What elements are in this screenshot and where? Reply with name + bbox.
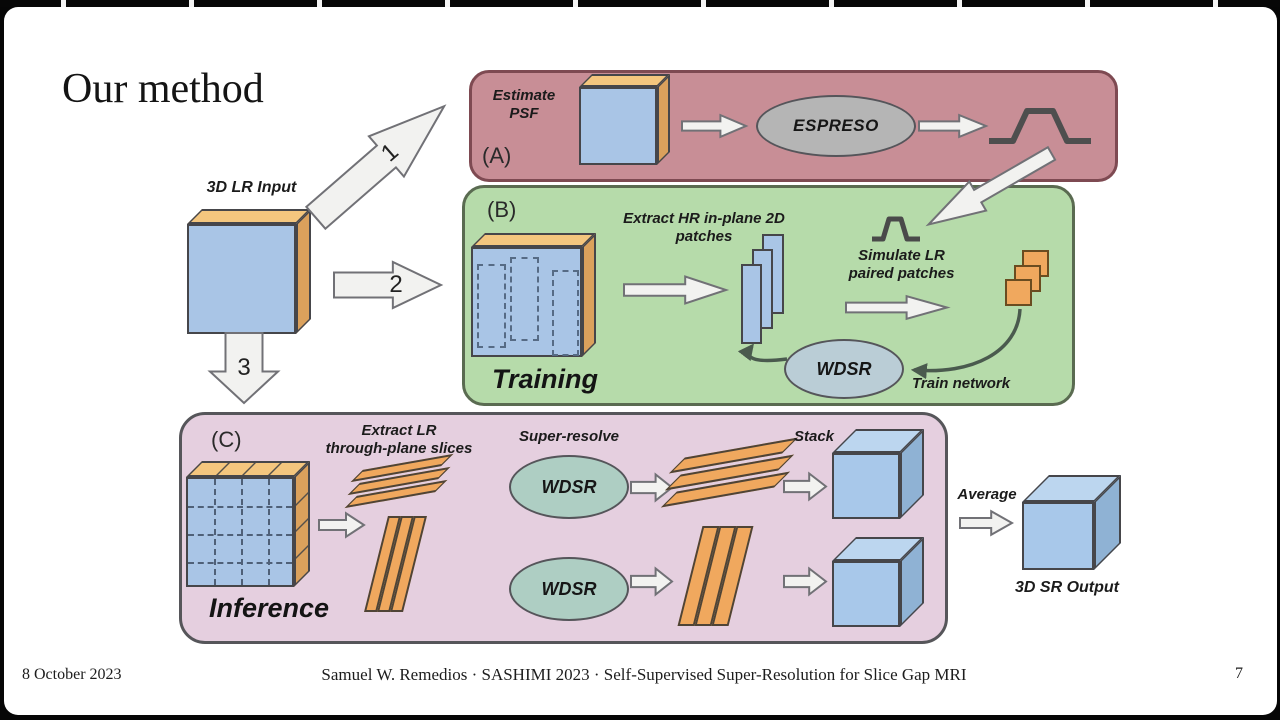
- stacked-volume-top: [832, 429, 924, 519]
- arrow-c4: [631, 566, 672, 597]
- patch-outline: [510, 257, 539, 341]
- cube-face-top: [187, 209, 311, 224]
- presentation-slide: Our method 3D LR Input 1 2 3 Estimate PS…: [4, 7, 1277, 715]
- espreso-node: ESPRESO: [756, 95, 916, 157]
- dash-line: [296, 491, 308, 506]
- output-cube-label: 3D SR Output: [1015, 579, 1119, 596]
- panel-c-tag: (C): [211, 427, 242, 452]
- stack-label: Stack: [793, 428, 835, 445]
- arrow-psf-to-training: [919, 136, 1062, 242]
- patch-outline: [552, 270, 579, 356]
- dash-line: [188, 534, 292, 536]
- arrow-c3: [784, 471, 826, 502]
- cube-face-front: [1022, 502, 1094, 570]
- stacked-volume-bottom: [832, 537, 924, 627]
- cube-face-top: [186, 461, 310, 477]
- cube-face-side: [657, 74, 670, 165]
- arrow-b1: [624, 274, 726, 306]
- extract-lr-label: Extract LR through-plane slices: [325, 422, 473, 457]
- dash-line: [214, 479, 216, 585]
- cube-face-top: [471, 233, 596, 247]
- cube-face-front: [579, 87, 657, 165]
- cube-face-front: [186, 477, 294, 587]
- dash-line: [241, 479, 243, 585]
- inference-cube: [186, 461, 310, 587]
- arrow-step-1: 1: [297, 84, 463, 239]
- training-loop-arrows: [737, 308, 1022, 380]
- espreso-label: ESPRESO: [793, 116, 879, 135]
- arrow-b2: [846, 294, 947, 321]
- wdsr-label: WDSR: [816, 358, 872, 379]
- patch-outline: [477, 264, 506, 348]
- dash-line: [268, 463, 282, 475]
- cube-face-front: [832, 561, 900, 627]
- wdsr-label: WDSR: [541, 578, 597, 599]
- dash-line: [242, 463, 256, 475]
- panel-b-tag: (B): [487, 197, 517, 222]
- wdsr-inference-bottom-node: WDSR: [509, 557, 629, 621]
- training-cube: [471, 233, 596, 357]
- cube-face-front: [832, 453, 900, 519]
- dash-line: [188, 506, 292, 508]
- chapter-tick-bar: [0, 0, 1280, 7]
- footer-page-number: 7: [1235, 665, 1243, 682]
- cube-face-side: [582, 233, 596, 357]
- dash-line: [216, 463, 230, 475]
- arrow-a1: [682, 113, 746, 139]
- extract-hr-label: Extract HR in-plane 2D patches: [623, 210, 785, 245]
- dash-line: [296, 544, 308, 559]
- train-network-label: Train network: [912, 375, 1011, 392]
- footer-credit: Samuel W. Remedios · SASHIMI 2023 · Self…: [321, 665, 967, 684]
- arrow-step-3: 3: [207, 333, 281, 403]
- training-stage-title: Training: [492, 364, 599, 394]
- super-resolve-label: Super-resolve: [518, 428, 620, 445]
- arrow-c5: [784, 566, 826, 597]
- arrow-c1: [319, 511, 364, 539]
- input-cube: [187, 209, 311, 334]
- panel-a-tag: (A): [482, 143, 512, 168]
- panel-a-volume-cube: [579, 74, 670, 165]
- dash-line: [188, 562, 292, 564]
- footer-date: 8 October 2023: [22, 666, 122, 683]
- average-label: Average: [957, 486, 1017, 503]
- wdsr-training-node: WDSR: [784, 339, 904, 399]
- simulate-lr-label: Simulate LR paired patches: [848, 247, 955, 282]
- wdsr-inference-top-node: WDSR: [509, 455, 629, 519]
- arrow-step-2-label: 2: [389, 271, 403, 298]
- arrow-step-3-label: 3: [237, 354, 251, 381]
- input-cube-label: 3D LR Input: [206, 179, 297, 196]
- hr-patch: [741, 264, 762, 344]
- wdsr-label: WDSR: [541, 476, 597, 497]
- cube-face-front: [187, 224, 296, 334]
- cube-face-side: [294, 461, 310, 587]
- psf-curve-icon: [987, 105, 1093, 147]
- arrow-average: [960, 509, 1012, 537]
- arrow-step-2: 2: [334, 260, 441, 310]
- slide-title: Our method: [62, 66, 264, 112]
- lr-patch-square: [1005, 279, 1032, 306]
- output-cube: [1022, 475, 1121, 570]
- dash-line: [296, 518, 308, 532]
- cube-face-side: [296, 209, 311, 334]
- arrow-a2: [919, 113, 986, 139]
- panel-a-caption: Estimate PSF: [492, 87, 556, 122]
- psf-mini-icon: [870, 215, 922, 243]
- cube-face-top: [579, 74, 670, 87]
- inference-stage-title: Inference: [209, 593, 330, 623]
- cube-face-front: [471, 247, 582, 357]
- dash-line: [268, 479, 270, 585]
- arrow-c2: [631, 472, 672, 503]
